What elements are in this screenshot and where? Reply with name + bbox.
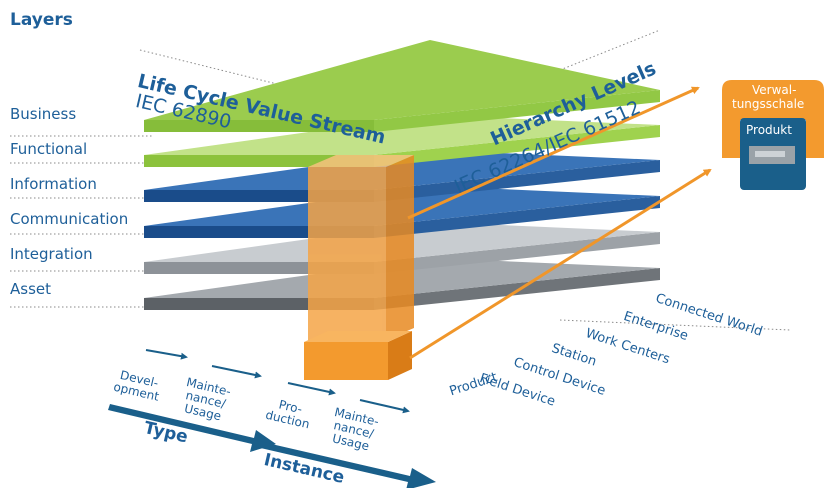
orange-base-block — [304, 331, 412, 380]
admin-shell-box — [722, 80, 824, 190]
layer-label-business: Business — [10, 105, 77, 123]
layer-label-communication: Communication — [10, 210, 129, 228]
shell-product-label: Produkt — [746, 123, 792, 137]
instance-arrow — [252, 440, 436, 488]
orange-column — [308, 155, 414, 340]
layer-business-slab — [144, 40, 660, 132]
layer-label-integration: Integration — [10, 245, 93, 263]
page-title: Layers — [10, 10, 73, 30]
shell-title-line2: tungsschale — [732, 97, 805, 111]
layer-label-asset: Asset — [10, 280, 52, 298]
arrow-maintenance-type — [211, 365, 262, 379]
layer-label-functional: Functional — [10, 140, 88, 158]
arrow-column-to-shell — [407, 86, 700, 220]
shell-title-line1: Verwal- — [752, 83, 797, 97]
layer-label-information: Information — [10, 175, 97, 193]
arrow-block-to-shell — [409, 168, 712, 360]
arrow-production — [287, 382, 336, 396]
type-arrow — [108, 404, 276, 452]
arrow-development — [145, 349, 188, 360]
arrow-maintenance-instance — [359, 399, 410, 414]
